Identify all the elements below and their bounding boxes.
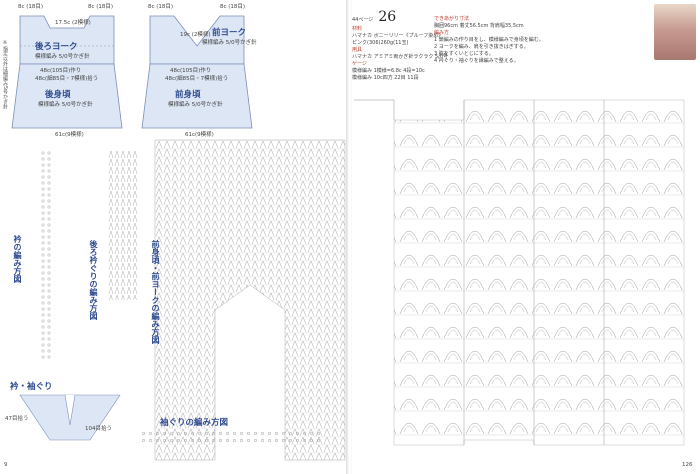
front-body-title: 前身頃: [175, 90, 201, 100]
back-body-bottom: 61c(9模様): [55, 132, 84, 138]
right-page-footer: 126: [682, 462, 693, 468]
tools-heading: 用具: [352, 47, 363, 53]
front-schematic: [141, 15, 253, 129]
back-schematic: [11, 15, 123, 129]
gauge-line: 模様編み 1模様=6.8c 4段=10c: [352, 68, 425, 74]
page-prefix: 44ページ: [352, 17, 374, 23]
gauge-heading: ゲージ: [352, 61, 367, 67]
back-body-subtitle: 模様編み 5/0号かぎ針: [38, 102, 93, 108]
back-neck-chart-title: 後ろ衿ぐりの編み方図: [89, 240, 98, 320]
front-width-label: 48c(105目)作り: [170, 68, 212, 74]
back-neck-chart: [108, 150, 138, 300]
front-yoke-title: 前ヨーク: [212, 28, 247, 38]
front-body-bottom: 61c(9模様): [185, 132, 214, 138]
vertical-note: ※指定以外は細編み5号かぎ針: [2, 40, 8, 110]
gauge-line2: 模様編み 10c四方 22目 11段: [352, 75, 419, 81]
materials-line2: ピンク(306)260g(11玉): [352, 40, 409, 46]
step-2: 2 ヨークを編み、肩を引き抜きはぎする。: [434, 44, 529, 50]
collar-chart: [40, 150, 52, 360]
step-4: 4 衿ぐり・袖ぐりを縁編みで整える。: [434, 58, 519, 64]
size-line: 胸囲96cm 着丈56.5cm 背肩幅35.5cm: [434, 23, 524, 29]
collar-side-label: 47目拾う: [5, 416, 29, 422]
front-yoke-subtitle: 模様編み 5/0号かぎ針: [202, 40, 257, 46]
front-yoke-top-mid: 19c (2模様): [180, 32, 211, 38]
collar-armhole-schematic: [19, 394, 121, 441]
back-body-title: 後身頃: [45, 90, 71, 100]
collar-armhole-title: 衿・袖ぐり: [10, 382, 53, 392]
back-yoke-top-mid: 17.5c (2模様): [55, 20, 91, 26]
right-page: 44ページ 26 材料 ハマナカ ボニーリリー《プルーフ染め》 ピンク(306)…: [352, 0, 700, 474]
materials-line: ハマナカ ボニーリリー《プルーフ染め》: [352, 33, 444, 39]
back-width-label2: 48c(細85目・7模様)拾う: [35, 76, 99, 82]
left-page-number: 9: [4, 462, 8, 468]
materials-heading: 材料: [352, 26, 363, 32]
armhole-chart-title: 袖ぐりの編み方図: [160, 418, 229, 428]
back-yoke-subtitle: 模様編み 5/0号かぎ針: [35, 54, 90, 60]
front-yoke-top-right: 8c (18目): [220, 4, 246, 10]
armhole-chart: [140, 430, 320, 444]
back-yoke-top-left: 8c (18目): [18, 4, 44, 10]
steps-heading: 編み方: [434, 30, 450, 36]
book-gutter: [346, 0, 354, 474]
left-page: ※指定以外は細編み5号かぎ針 後ろヨーク 模様編み 5/0号かぎ針 8c (18…: [0, 0, 348, 474]
back-width-label: 48c(105目)作り: [40, 68, 82, 74]
step-1: 1 鎖編みの作り目をし、模様編みで身頃を編む。: [434, 37, 544, 43]
lace-chart: [354, 99, 685, 446]
size-heading: できあがり寸法: [434, 16, 470, 22]
front-body-subtitle: 模様編み 5/0号かぎ針: [168, 102, 223, 108]
front-yoke-top-left: 8c (18目): [148, 4, 174, 10]
pattern-header: 44ページ 26: [352, 6, 552, 25]
size-block: できあがり寸法 胸囲96cm 着丈56.5cm 背肩幅35.5cm 編み方 1 …: [434, 16, 584, 65]
step-3: 3 脇をすくいとじにする。: [434, 51, 494, 57]
front-neck-chart-title: 前身頃・前ヨークの編み方図: [151, 240, 160, 344]
back-yoke-top-right: 8c (18目): [88, 4, 114, 10]
tools-line: ハマナカ アミアミ両かぎ針ラクラク 5/0号: [352, 54, 449, 60]
model-photo: [654, 4, 696, 60]
pattern-number: 26: [378, 9, 397, 25]
collar-chart-title: 衿の編み方図: [13, 235, 22, 283]
collar-side-label2: 104目拾う: [85, 426, 112, 432]
front-width-label2: 48c(細85目・7模様)拾う: [165, 76, 229, 82]
back-yoke-title: 後ろヨーク: [35, 42, 78, 52]
front-neck-chart: [154, 139, 346, 461]
materials-block: 材料 ハマナカ ボニーリリー《プルーフ染め》 ピンク(306)260g(11玉)…: [352, 26, 522, 82]
